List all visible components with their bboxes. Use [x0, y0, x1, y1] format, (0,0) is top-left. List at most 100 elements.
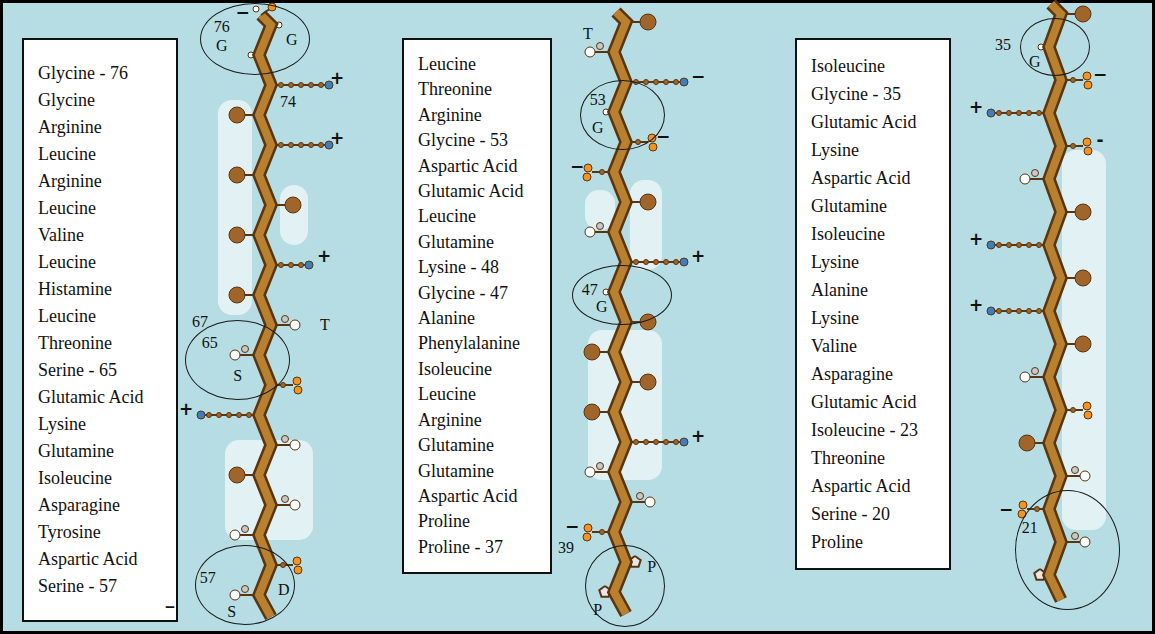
oxygen-atom — [293, 557, 301, 565]
nitrogen-atom — [987, 307, 995, 315]
oxygen-atom — [584, 524, 592, 532]
residue-name: Isoleucine — [811, 220, 941, 248]
residue-name: Threonine — [38, 330, 168, 357]
oxygen-atom — [268, 3, 276, 11]
residue-name: Glutamic Acid — [811, 388, 941, 416]
residue-name: Glycine — [38, 87, 168, 114]
hydrophobic-group — [640, 374, 656, 390]
residue-circle: G — [1020, 18, 1090, 76]
nitrogen-atom — [987, 109, 995, 117]
hydrophobic-group — [640, 314, 656, 330]
carbon-atom — [1017, 243, 1022, 248]
residue-name: Tyrosine — [38, 519, 168, 546]
hydrophobic-group — [285, 197, 301, 213]
polar-atom — [637, 493, 644, 500]
oxygen-atom — [1084, 81, 1092, 89]
carbon-atom — [207, 413, 212, 418]
carbon-atom — [674, 80, 679, 85]
residue-name: Glutamine — [811, 192, 941, 220]
residue-letter: P — [593, 602, 602, 618]
charge-sign: − — [1093, 66, 1107, 83]
residue-number: 35 — [995, 37, 1011, 53]
oxygen-atom — [1084, 147, 1092, 155]
carbon-atom — [319, 143, 324, 148]
residue-name: Alanine — [811, 276, 941, 304]
residue-name: Lysine — [811, 248, 941, 276]
nitrogen-atom — [680, 438, 688, 446]
residue-name: Aspartic Acid — [418, 154, 542, 179]
hydrophobic-group — [229, 227, 245, 243]
carbon-atom — [654, 440, 659, 445]
polar-atom — [597, 463, 604, 470]
oxygen-atom — [1018, 510, 1026, 518]
polar-atom — [282, 496, 289, 503]
hydrophobic-group — [584, 344, 600, 360]
carbon-atom — [1035, 507, 1040, 512]
oxygen-atom — [584, 164, 592, 172]
carbon-atom — [1017, 309, 1022, 314]
residue-name: Glutamine — [38, 438, 168, 465]
carbon-atom — [664, 440, 669, 445]
carbon-atom — [1027, 243, 1032, 248]
residue-name: Isoleucine — [418, 357, 542, 382]
residue-name: Threonine — [418, 77, 542, 102]
oxygen-atom — [294, 566, 302, 574]
oxygen-atom — [583, 173, 591, 181]
residue-letter: G — [596, 299, 608, 315]
carbon-atom — [281, 383, 286, 388]
polar-atom — [282, 436, 289, 443]
residue-name: Arginine — [418, 103, 542, 128]
residue-name: Aspartic Acid — [38, 546, 168, 573]
polar-atom — [1032, 368, 1039, 375]
backbone — [1049, 4, 1061, 600]
residue-name: Aspartic Acid — [418, 484, 542, 509]
carbon-atom — [279, 263, 284, 268]
charge-sign: + — [691, 428, 705, 445]
residue-circle: 53G — [580, 80, 665, 150]
residue-number: 76 — [214, 19, 230, 35]
residue-name: Asparagine — [811, 360, 941, 388]
residue-name: Glutamine — [418, 459, 542, 484]
carbon-atom — [1037, 309, 1042, 314]
oxygen-atom — [1084, 411, 1092, 419]
carbon-atom — [1027, 309, 1032, 314]
charge-sign: + — [179, 401, 193, 418]
carbon-atom — [309, 83, 314, 88]
residue-name: Leucine — [38, 141, 168, 168]
residue-number: 57 — [200, 570, 216, 586]
hydrophobic-group — [1019, 435, 1035, 451]
residue-name: Lysine - 48 — [418, 255, 542, 280]
hydrophobic-band — [1062, 150, 1106, 530]
carbon-atom — [1071, 78, 1076, 83]
nitrogen-atom — [305, 261, 313, 269]
polar-atom — [585, 47, 595, 57]
polar-atom — [1072, 533, 1079, 540]
polar-atom — [242, 526, 249, 533]
residue-circle: PP — [585, 545, 665, 627]
oxygen-atom — [583, 533, 591, 541]
hydrophobic-group — [1075, 270, 1091, 286]
residue-name: Arginine — [38, 114, 168, 141]
residue-name: Leucine — [38, 249, 168, 276]
residue-name: Leucine — [418, 204, 542, 229]
oxygen-atom — [253, 6, 259, 12]
protein-chain — [987, 4, 1092, 600]
residue-name: Arginine — [38, 168, 168, 195]
carbon-atom — [227, 413, 232, 418]
oxygen-atom — [1083, 402, 1091, 410]
polar-atom — [1032, 170, 1039, 177]
residue-number: 65 — [202, 335, 218, 351]
carbon-atom — [1007, 111, 1012, 116]
residue-name: Serine - 57 — [38, 573, 168, 600]
carbon-atom — [289, 83, 294, 88]
carbon-atom — [997, 111, 1002, 116]
residue-letter: S — [233, 368, 242, 384]
residue-letter: T — [583, 26, 593, 42]
residue-name: Glutamic Acid — [38, 384, 168, 411]
carbon-atom — [237, 413, 242, 418]
oxygen-atom — [293, 377, 301, 385]
charge-sign: − — [656, 128, 670, 145]
carbon-atom — [279, 143, 284, 148]
residue-name: Alanine — [418, 306, 542, 331]
